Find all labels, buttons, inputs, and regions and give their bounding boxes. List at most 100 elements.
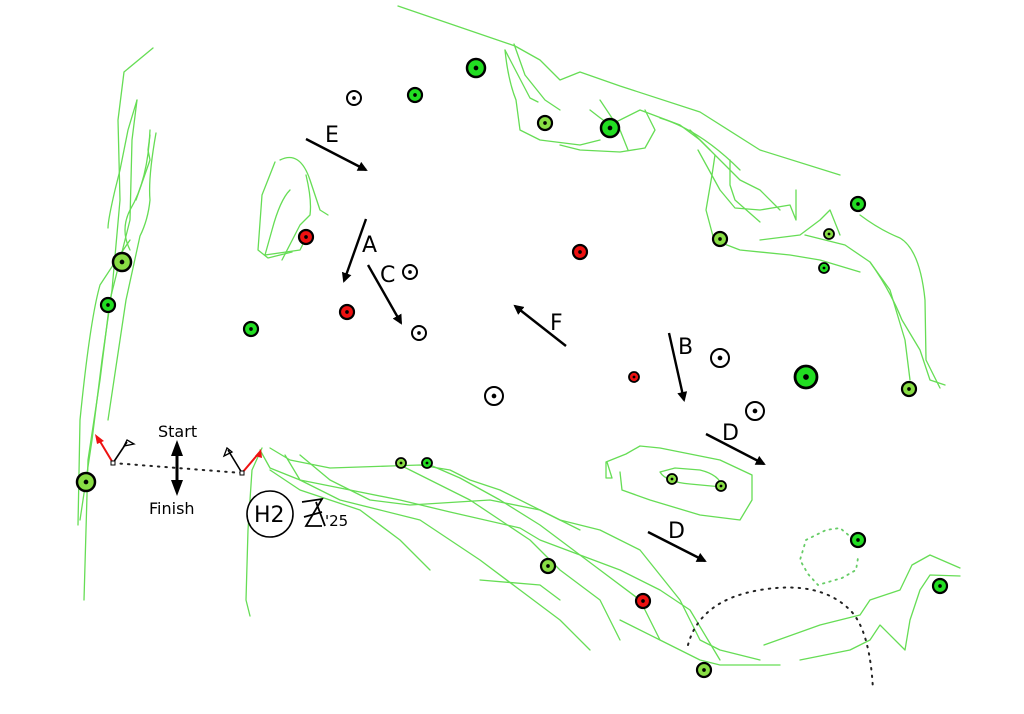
- marks-layer: [75, 57, 949, 679]
- contour-line: [759, 209, 841, 241]
- mark-green-icon: [849, 195, 867, 213]
- mark-center-dot: [417, 331, 421, 335]
- mark-green-icon: [421, 457, 433, 469]
- start-line: Start Finish: [95, 422, 262, 518]
- mark-lightgreen-icon: [823, 228, 835, 240]
- mark-center-dot: [106, 303, 110, 307]
- leg-label-D1: D: [722, 421, 739, 446]
- mark-green-icon: [406, 86, 424, 104]
- start-label: Start: [158, 422, 197, 441]
- logo-mark-icon: [301, 497, 326, 527]
- contour-line: [83, 99, 138, 601]
- contour-line: [479, 579, 561, 601]
- contour-line: [705, 154, 861, 273]
- mark-center-dot: [345, 310, 349, 314]
- mark-lightgreen-icon: [539, 557, 557, 575]
- mark-red-icon: [338, 303, 356, 321]
- mark-red-icon: [628, 371, 640, 383]
- mark-center-dot: [408, 270, 412, 274]
- leg-arrow-A: [341, 218, 368, 283]
- contour-line: [504, 49, 601, 146]
- mark-white-icon: [484, 386, 504, 406]
- mark-center-dot: [856, 538, 860, 542]
- contour-line: [429, 464, 661, 641]
- mark-center-dot: [822, 266, 826, 270]
- leg-label-E: E: [325, 123, 339, 148]
- leg-arrow-E: [305, 137, 368, 172]
- logo-badge-circle: [246, 490, 294, 538]
- flag-outline-icon: [222, 446, 234, 458]
- leg-arrow-F: [513, 304, 567, 347]
- contour-line: [697, 149, 797, 221]
- mark-center-dot: [938, 584, 942, 588]
- mark-center-dot: [719, 484, 723, 488]
- mark-green-icon: [599, 117, 621, 139]
- mark-white-icon: [411, 325, 427, 341]
- logo-badge-text: H2: [254, 503, 285, 528]
- start-pin-left: [110, 460, 116, 466]
- mark-center-dot: [119, 259, 125, 265]
- mark-center-dot: [352, 96, 356, 100]
- flag-outline-icon: [122, 439, 136, 447]
- contour-line: [605, 445, 753, 521]
- contour-line: [135, 134, 151, 201]
- dotted-track: [687, 586, 874, 691]
- mark-center-dot: [413, 93, 417, 97]
- contour-line: [281, 174, 312, 261]
- mark-center-dot: [827, 232, 831, 236]
- mark-center-dot: [641, 599, 645, 603]
- contour-line: [559, 109, 656, 153]
- contour-lines: [77, 5, 961, 666]
- leg-label-D2: D: [668, 519, 685, 544]
- mark-lightgreen-icon: [395, 457, 407, 469]
- contour-line: [397, 5, 841, 176]
- mark-center-dot: [399, 461, 403, 465]
- logo: H2 '25: [246, 490, 348, 538]
- mark-green-icon: [465, 57, 487, 79]
- flag-pole-red: [241, 452, 260, 474]
- mark-lightgreen-icon: [695, 661, 713, 679]
- contour-line: [689, 129, 781, 211]
- arrow-up-icon: [171, 440, 183, 456]
- logo-year: '25: [325, 512, 348, 530]
- contour-line: [729, 159, 761, 223]
- flag-red-icon: [95, 434, 104, 444]
- mark-red-icon: [571, 243, 589, 261]
- contour-line: [659, 117, 741, 171]
- mark-center-dot: [491, 393, 497, 399]
- contour-line: [799, 574, 961, 661]
- finish-label: Finish: [149, 499, 195, 518]
- mark-white-icon: [710, 348, 730, 368]
- mark-lightgreen-icon: [536, 114, 554, 132]
- leg-label-C: C: [380, 263, 395, 288]
- flag-pole-black: [227, 449, 243, 474]
- contour-line: [79, 47, 154, 521]
- mark-center-dot: [632, 375, 636, 379]
- contour-line: [245, 447, 263, 617]
- contour-line: [399, 464, 621, 641]
- mark-red-icon: [634, 592, 652, 610]
- mark-center-dot: [543, 121, 547, 125]
- mark-green-icon: [849, 531, 867, 549]
- mark-center-dot: [546, 564, 550, 568]
- leg-arrows: E A C F B D D: [305, 123, 766, 563]
- contour-line: [513, 43, 561, 111]
- mark-lightgreen-icon: [900, 380, 918, 398]
- mark-green-icon: [793, 364, 819, 390]
- flag-red-icon: [255, 449, 262, 458]
- contour-line: [257, 161, 293, 259]
- leg-label-B: B: [678, 335, 693, 360]
- mark-center-dot: [473, 65, 479, 71]
- contour-line: [804, 234, 911, 381]
- leg-label-F: F: [550, 311, 563, 336]
- contour-line: [299, 454, 581, 531]
- contour-line: [124, 129, 151, 251]
- mark-red-icon: [297, 228, 315, 246]
- mark-white-icon: [745, 401, 765, 421]
- mark-center-dot: [425, 461, 429, 465]
- mark-center-dot: [752, 408, 758, 414]
- mark-white-icon: [402, 264, 418, 280]
- contour-dotted: [799, 527, 859, 587]
- mark-lightgreen-icon: [111, 251, 133, 273]
